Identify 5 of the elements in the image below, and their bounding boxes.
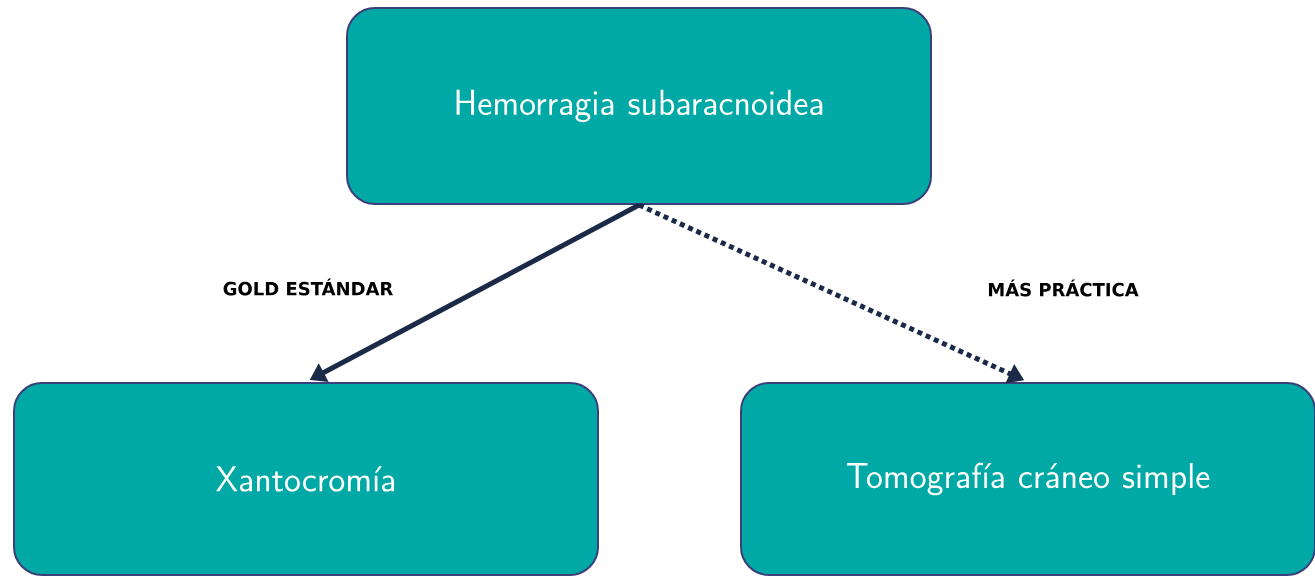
edge-label: MÁS PRÁCTICA	[988, 279, 1139, 297]
process-box: Xantocromía	[13, 382, 599, 576]
process-box: Hemorragia subaracnoidea	[346, 7, 932, 205]
edge-label: GOLD ESTÁNDAR	[223, 278, 393, 296]
process-box: Tomografía cráneo simple	[740, 382, 1315, 576]
